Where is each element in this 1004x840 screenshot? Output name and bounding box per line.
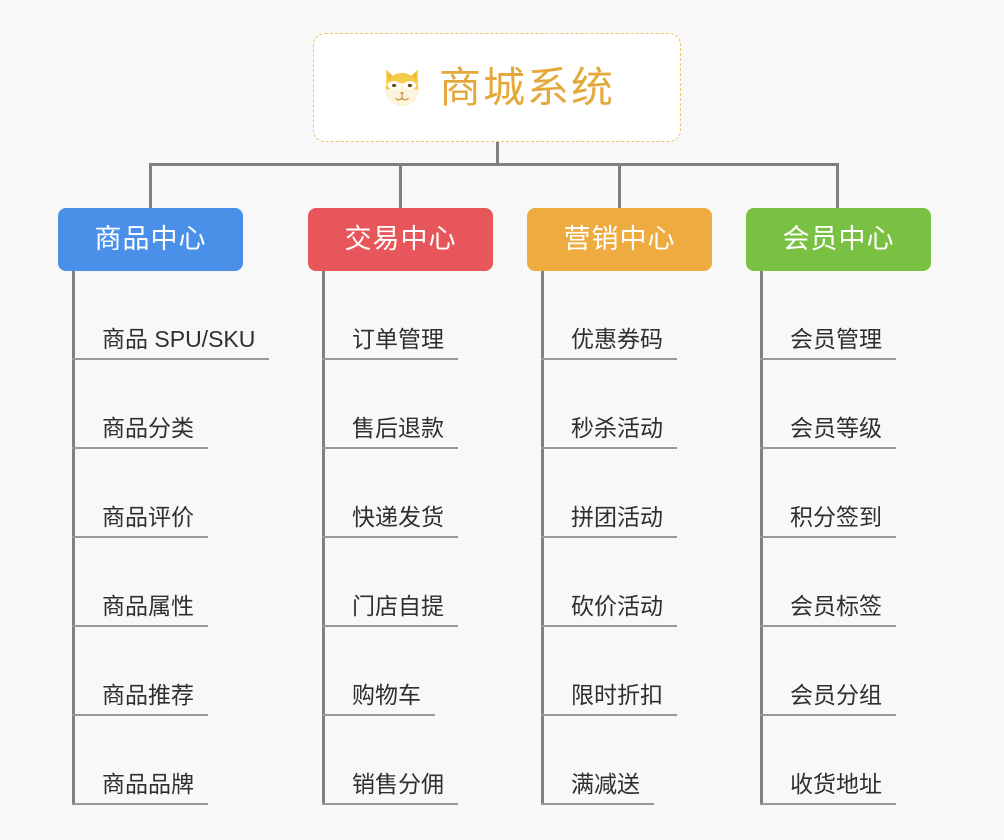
leaf-label: 销售分佣: [352, 770, 444, 797]
leaf-item[interactable]: 售后退款: [322, 360, 458, 449]
leaf-item[interactable]: 门店自提: [322, 538, 458, 627]
connector-drop-3: [618, 163, 621, 208]
leaf-label: 订单管理: [352, 325, 444, 352]
leaf-label: 快递发货: [352, 503, 444, 530]
leaf-item[interactable]: 会员标签: [760, 538, 896, 627]
leaf-label: 门店自提: [352, 592, 444, 619]
category-box-member[interactable]: 会员中心: [746, 208, 931, 271]
connector-drop-4: [836, 163, 839, 208]
leaf-item[interactable]: 优惠券码: [541, 271, 677, 360]
category-label: 商品中心: [94, 224, 207, 254]
leaf-item[interactable]: 销售分佣: [322, 716, 458, 805]
leaf-item[interactable]: 秒杀活动: [541, 360, 677, 449]
leaf-label: 商品推荐: [102, 681, 194, 708]
leaf-label: 售后退款: [352, 414, 444, 441]
root-node[interactable]: 商城系统: [313, 33, 681, 142]
leaf-item[interactable]: 商品 SPU/SKU: [72, 271, 270, 360]
leaf-item[interactable]: 收货地址: [760, 716, 896, 805]
leaf-label: 满减送: [571, 770, 640, 797]
connector-horizontal-bus: [149, 163, 839, 166]
category-label: 营销中心: [563, 224, 676, 254]
shiba-dog-icon: [385, 68, 419, 106]
leaf-label: 商品品牌: [102, 770, 194, 797]
category-label: 交易中心: [344, 224, 457, 254]
category-box-trade[interactable]: 交易中心: [308, 208, 493, 271]
leaf-item[interactable]: 商品推荐: [72, 627, 208, 716]
leaf-item[interactable]: 积分签到: [760, 449, 896, 538]
branch-spine: [541, 271, 544, 805]
leaf-item[interactable]: 快递发货: [322, 449, 458, 538]
leaf-label: 秒杀活动: [571, 414, 663, 441]
branch-spine: [760, 271, 763, 805]
category-box-product[interactable]: 商品中心: [58, 208, 243, 271]
leaf-label: 商品评价: [102, 503, 194, 530]
connector-drop-2: [399, 163, 402, 208]
leaf-label: 会员等级: [790, 414, 882, 441]
leaf-label: 会员标签: [790, 592, 882, 619]
leaf-item[interactable]: 拼团活动: [541, 449, 677, 538]
leaf-label: 拼团活动: [571, 503, 663, 530]
leaf-item[interactable]: 砍价活动: [541, 538, 677, 627]
leaf-item[interactable]: 购物车: [322, 627, 435, 716]
root-title: 商城系统: [438, 63, 615, 111]
leaf-item[interactable]: 限时折扣: [541, 627, 677, 716]
leaf-label: 商品属性: [102, 592, 194, 619]
leaf-label: 砍价活动: [571, 592, 663, 619]
leaf-item[interactable]: 订单管理: [322, 271, 458, 360]
leaf-item[interactable]: 商品评价: [72, 449, 208, 538]
branch-spine: [72, 271, 75, 805]
connector-drop-1: [149, 163, 152, 208]
leaf-label: 商品分类: [102, 414, 194, 441]
category-label: 会员中心: [782, 224, 895, 254]
category-box-marketing[interactable]: 营销中心: [527, 208, 712, 271]
leaf-label: 购物车: [352, 681, 421, 708]
leaf-label: 优惠券码: [571, 325, 663, 352]
branch-spine: [322, 271, 325, 805]
leaf-label: 会员分组: [790, 681, 882, 708]
connector-root-stem: [496, 142, 499, 166]
leaf-item[interactable]: 会员管理: [760, 271, 896, 360]
leaf-item[interactable]: 商品属性: [72, 538, 208, 627]
leaf-item[interactable]: 商品品牌: [72, 716, 208, 805]
leaf-label: 限时折扣: [571, 681, 663, 708]
leaf-item[interactable]: 会员等级: [760, 360, 896, 449]
leaf-label: 会员管理: [790, 325, 882, 352]
leaf-label: 积分签到: [790, 503, 882, 530]
leaf-item[interactable]: 商品分类: [72, 360, 208, 449]
leaf-item[interactable]: 满减送: [541, 716, 654, 805]
leaf-label: 商品 SPU/SKU: [102, 325, 256, 352]
leaf-item[interactable]: 会员分组: [760, 627, 896, 716]
leaf-label: 收货地址: [790, 770, 882, 797]
